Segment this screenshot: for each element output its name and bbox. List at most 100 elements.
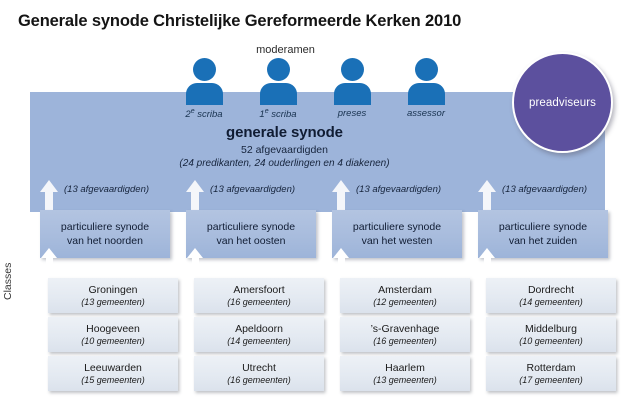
class-count: (10 gemeenten): [519, 335, 583, 346]
delegation-arrow-caption: (13 afgevaardigden): [356, 184, 442, 195]
moderamen-member-label: preses: [337, 108, 367, 119]
class-count: (13 gemeenten): [373, 374, 437, 385]
class-name: Rotterdam: [526, 361, 576, 374]
particuliere-synode-noorden[interactable]: particuliere synode van het noorden: [40, 210, 170, 258]
ps-line1: particuliere synode: [352, 221, 442, 233]
arrow-shaft: [337, 257, 345, 279]
class-count: (15 gemeenten): [81, 374, 145, 385]
class-box[interactable]: Hoogeveen (10 gemeenten): [48, 317, 178, 352]
class-count: (14 gemeenten): [519, 296, 583, 307]
class-box[interactable]: ’s-Gravenhage (16 gemeenten): [340, 317, 470, 352]
generale-synode-delegates: 52 afgevaardigden: [241, 144, 328, 156]
generale-synode-band: [30, 92, 605, 212]
class-count: (16 gemeenten): [373, 335, 437, 346]
class-name: ’s-Gravenhage: [370, 322, 440, 335]
moderamen-member-preses[interactable]: preses: [329, 58, 375, 119]
class-box[interactable]: Amsterdam (12 gemeenten): [340, 278, 470, 313]
arrow-head-icon: [187, 248, 203, 258]
class-box[interactable]: Dordrecht (14 gemeenten): [486, 278, 616, 313]
class-count: (16 gemeenten): [227, 374, 291, 385]
generale-synode-composition: (24 predikanten, 24 ouderlingen en 4 dia…: [179, 158, 390, 169]
person-icon-head: [414, 58, 438, 81]
person-icon-body: [185, 83, 223, 105]
classes-axis-label: Classes: [2, 262, 14, 300]
class-name: Leeuwarden: [84, 361, 142, 374]
generale-synode-block: generale synode 52 afgevaardigden (24 pr…: [30, 124, 605, 169]
ps-line1: particuliere synode: [498, 221, 588, 233]
delegation-arrow-caption: (13 afgevaardigden): [502, 184, 588, 195]
class-box[interactable]: Middelburg (10 gemeenten): [486, 317, 616, 352]
classes-column-oosten: Amersfoort (16 gemeenten) Apeldoorn (14 …: [194, 278, 324, 395]
generale-synode-title: generale synode: [226, 124, 343, 141]
preadviseurs-circle[interactable]: preadviseurs: [512, 52, 613, 153]
particuliere-synode-oosten[interactable]: particuliere synode van het oosten: [186, 210, 316, 258]
moderamen-member-2e-scriba[interactable]: 2e scriba: [181, 58, 227, 120]
class-name: Hoogeveen: [86, 322, 140, 335]
class-name: Amersfoort: [233, 283, 285, 296]
class-name: Haarlem: [385, 361, 425, 374]
moderamen-member-label: 2e scriba: [185, 108, 223, 121]
class-count: (10 gemeenten): [81, 335, 145, 346]
arrow-shaft: [483, 257, 491, 279]
arrow-shaft: [45, 190, 53, 220]
arrow-shaft: [483, 190, 491, 220]
moderamen-member-label: 1e scriba: [259, 108, 297, 121]
arrow-head-icon: [186, 180, 204, 192]
ps-line2: van het oosten: [216, 235, 286, 247]
arrow-head-icon: [41, 248, 57, 258]
person-icon-body: [333, 83, 371, 105]
person-icon-body: [407, 83, 445, 105]
ps-line1: particuliere synode: [60, 221, 150, 233]
arrow-shaft: [191, 257, 199, 279]
particuliere-synode-westen[interactable]: particuliere synode van het westen: [332, 210, 462, 258]
ps-box-label: particuliere synode van het zuiden: [499, 220, 587, 248]
ps-line2: van het zuiden: [508, 235, 578, 247]
classes-column-westen: Amsterdam (12 gemeenten) ’s-Gravenhage (…: [340, 278, 470, 395]
moderamen-member-label: assessor: [406, 108, 445, 119]
class-box[interactable]: Utrecht (16 gemeenten): [194, 356, 324, 391]
class-name: Amsterdam: [378, 283, 432, 296]
delegation-arrow-caption: (13 afgevaardigden): [210, 184, 296, 195]
class-box[interactable]: Groningen (13 gemeenten): [48, 278, 178, 313]
class-count: (14 gemeenten): [227, 335, 291, 346]
arrow-head-icon: [40, 180, 58, 192]
moderamen-member-1e-scriba[interactable]: 1e scriba: [255, 58, 301, 120]
classes-column-noorden: Groningen (13 gemeenten) Hoogeveen (10 g…: [48, 278, 178, 395]
person-icon-head: [266, 58, 290, 81]
arrow-shaft: [191, 190, 199, 220]
delegation-arrow-caption: (13 afgevaardigden): [64, 184, 150, 195]
moderamen-label: moderamen: [0, 44, 639, 56]
arrow-head-icon: [478, 180, 496, 192]
person-icon-body: [259, 83, 297, 105]
arrow-shaft: [45, 257, 53, 279]
class-count: (16 gemeenten): [227, 296, 291, 307]
moderamen-member-assessor[interactable]: assessor: [403, 58, 449, 119]
class-name: Groningen: [88, 283, 138, 296]
class-box[interactable]: Haarlem (13 gemeenten): [340, 356, 470, 391]
class-name: Middelburg: [525, 322, 577, 335]
class-box[interactable]: Rotterdam (17 gemeenten): [486, 356, 616, 391]
class-box[interactable]: Leeuwarden (15 gemeenten): [48, 356, 178, 391]
page-title: Generale synode Christelijke Gereformeer…: [18, 12, 462, 30]
ps-box-label: particuliere synode van het oosten: [207, 220, 295, 248]
particuliere-synode-zuiden[interactable]: particuliere synode van het zuiden: [478, 210, 608, 258]
arrow-head-icon: [479, 248, 495, 258]
ps-box-label: particuliere synode van het noorden: [61, 220, 149, 248]
arrow-shaft: [337, 190, 345, 220]
person-icon-head: [340, 58, 364, 81]
arrow-head-icon: [332, 180, 350, 192]
class-count: (12 gemeenten): [373, 296, 437, 307]
class-name: Utrecht: [242, 361, 276, 374]
class-count: (17 gemeenten): [519, 374, 583, 385]
ps-line2: van het noorden: [67, 235, 143, 247]
class-box[interactable]: Amersfoort (16 gemeenten): [194, 278, 324, 313]
class-name: Apeldoorn: [235, 322, 283, 335]
ps-box-label: particuliere synode van het westen: [353, 220, 441, 248]
ps-line1: particuliere synode: [206, 221, 296, 233]
class-count: (13 gemeenten): [81, 296, 145, 307]
class-name: Dordrecht: [527, 283, 575, 296]
class-box[interactable]: Apeldoorn (14 gemeenten): [194, 317, 324, 352]
moderamen-label-text: moderamen: [256, 44, 315, 56]
person-icon-head: [192, 58, 216, 81]
ps-line2: van het westen: [361, 235, 433, 247]
